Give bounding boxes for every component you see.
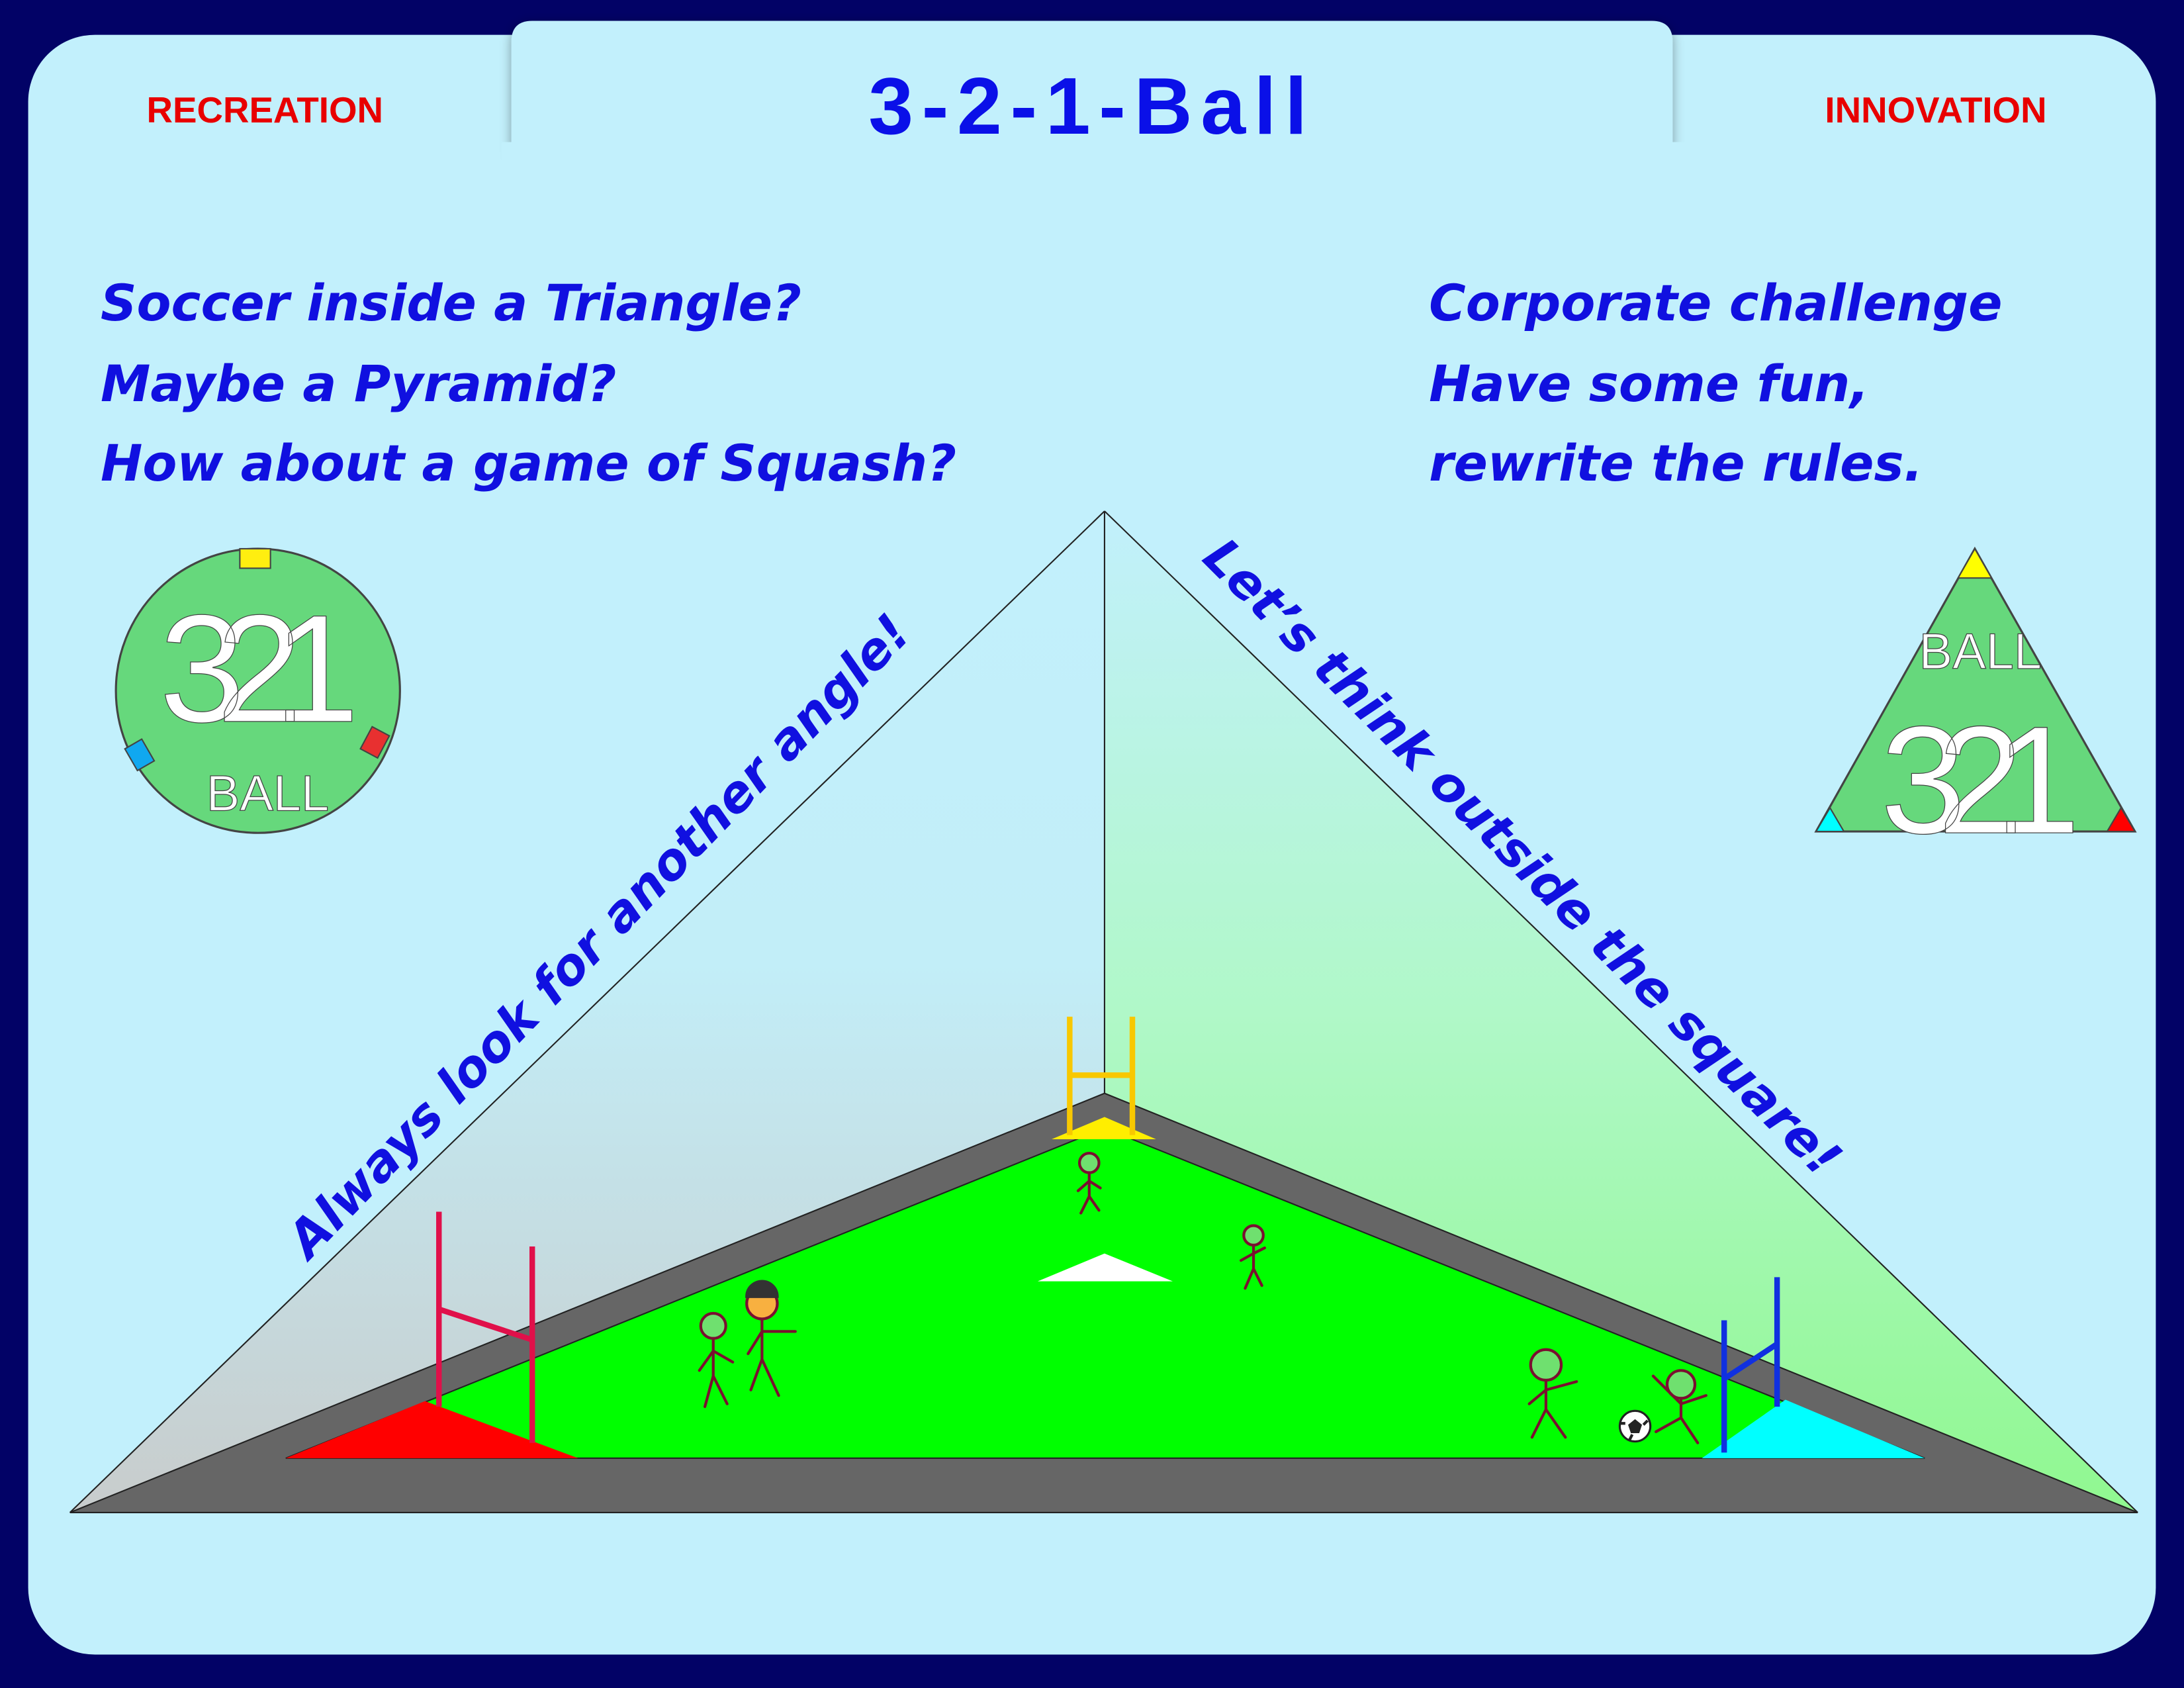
question-line: Soccer inside a Triangle? [101, 274, 801, 332]
player-figure [698, 1311, 735, 1409]
question-line: Maybe a Pyramid? [101, 355, 616, 413]
innovation-label: INNOVATION [1825, 89, 2046, 130]
statement-line: Have some fun, [1429, 355, 1869, 413]
cyan-zone [1702, 1399, 1925, 1458]
soccer-ball-icon [1618, 1409, 1652, 1443]
player-figure-captain [745, 1280, 797, 1397]
player-figure [1240, 1224, 1266, 1290]
logo-word: BALL [1919, 624, 2042, 680]
player-figure-kicking [1651, 1369, 1707, 1444]
yellow-goal [1067, 1016, 1136, 1135]
player-figure [1527, 1348, 1578, 1439]
statement-line: rewrite the rules. [1429, 434, 1923, 492]
playing-field [285, 1127, 1925, 1459]
statement-line: Corporate challenge [1429, 274, 2002, 332]
logo-word: BALL [206, 766, 329, 822]
circle-logo: 321 BALL [114, 547, 401, 834]
blue-goal [1721, 1277, 1780, 1453]
recreation-label: RECREATION [146, 89, 383, 130]
question-line: How about a game of Squash? [101, 434, 956, 492]
player-figure [1076, 1151, 1102, 1215]
center-marker [1037, 1253, 1173, 1282]
header-tab [511, 21, 1673, 154]
logo-number: 321 [1880, 694, 2073, 866]
triangle-logo: BALL 321 [1814, 546, 2137, 867]
right-statements: Corporate challenge Have some fun, rewri… [1429, 274, 2002, 492]
red-goal [436, 1211, 535, 1443]
pyramid-edges [69, 510, 2138, 1513]
red-zone [285, 1401, 578, 1458]
left-questions: Soccer inside a Triangle? Maybe a Pyrami… [101, 274, 956, 492]
logo-number: 321 [159, 583, 352, 755]
page-title: 3-2-1-Ball [868, 61, 1316, 151]
